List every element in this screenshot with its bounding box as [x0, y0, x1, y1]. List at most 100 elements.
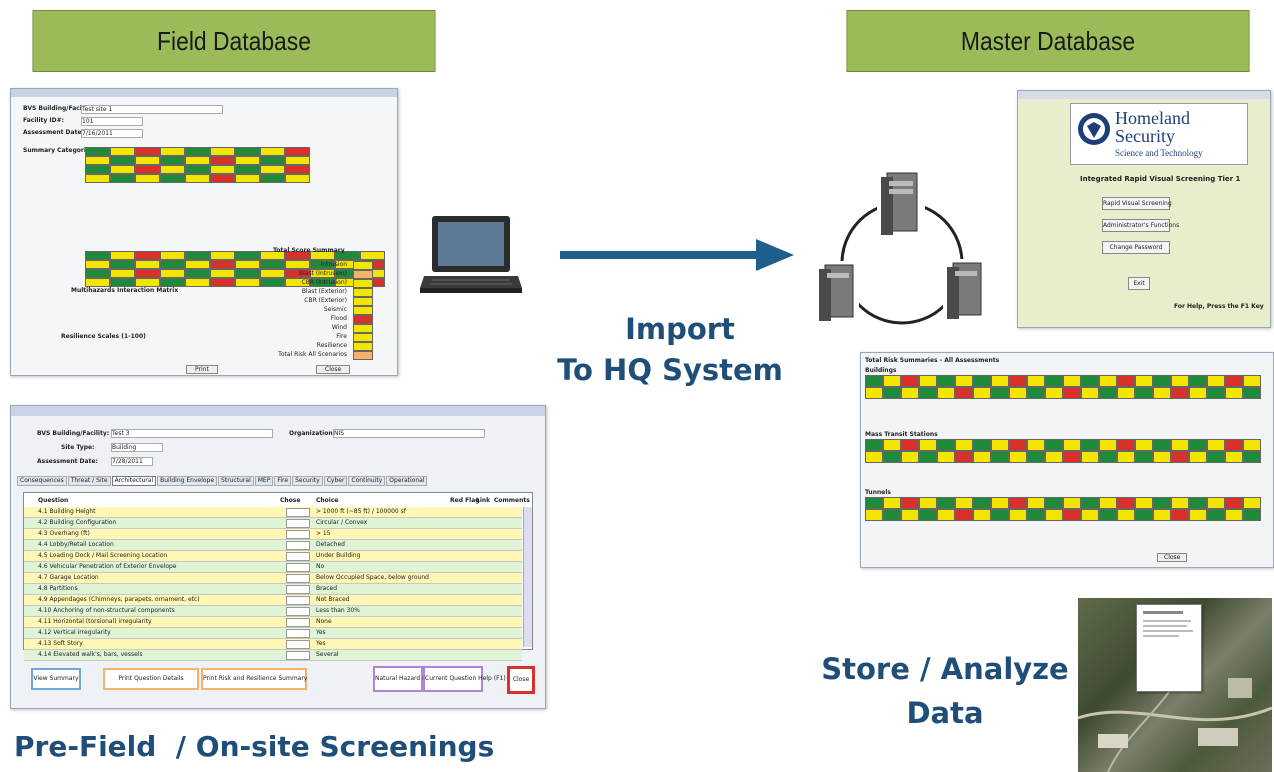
tab-architectural[interactable]: Architectural — [111, 476, 157, 486]
score-cell — [955, 375, 973, 387]
choice-text[interactable]: Circular / Convex — [316, 519, 368, 526]
server-network-icon — [815, 169, 987, 325]
choice-dropdown[interactable] — [286, 552, 310, 561]
score-cell — [285, 156, 310, 165]
question-row[interactable]: 4.10 Anchoring of non-structural compone… — [24, 606, 522, 617]
choice-text[interactable]: None — [316, 618, 332, 625]
question-row[interactable]: 4.11 Horizontal (torsional) irregularity… — [24, 617, 522, 628]
question-row[interactable]: 4.5 Loading Dock / Mail Screening Locati… — [24, 551, 522, 562]
score-cell — [1135, 387, 1153, 399]
summary-value-facility: Test site 1 — [81, 105, 223, 114]
tab-threat-site[interactable]: Threat / Site — [67, 476, 111, 486]
summary-section-title: Summary Categories — [23, 147, 94, 154]
choice-dropdown[interactable] — [286, 541, 310, 550]
choice-dropdown[interactable] — [286, 585, 310, 594]
question-row[interactable]: 4.9 Appendages (Chimneys, parapets, orna… — [24, 595, 522, 606]
choice-text[interactable]: Several — [316, 651, 339, 658]
tab-fire[interactable]: Fire — [274, 476, 292, 486]
tab-operational[interactable]: Operational — [386, 476, 428, 486]
form-value-site[interactable]: Building — [111, 443, 163, 452]
tab-consequences[interactable]: Consequences — [17, 476, 67, 486]
score-cell — [1189, 375, 1207, 387]
form-value-date[interactable]: 7/28/2011 — [111, 457, 153, 466]
choice-text[interactable]: Less than 30% — [316, 607, 360, 614]
choice-dropdown[interactable] — [286, 508, 310, 517]
print-question-button[interactable]: Print Question Details — [103, 668, 199, 690]
choice-text[interactable]: Detached — [316, 541, 345, 548]
score-label: Flood — [330, 315, 347, 322]
score-cell — [919, 451, 937, 463]
current-question-help-button[interactable]: Current Question Help (F1) — [423, 666, 506, 692]
score-cell — [1045, 509, 1063, 521]
score-cell — [310, 260, 335, 269]
tab-envelope[interactable]: Building Envelope — [157, 476, 218, 486]
tab-continuity[interactable]: Continuity — [348, 476, 386, 486]
choice-text[interactable]: Under Building — [316, 552, 361, 559]
tab-structural[interactable]: Structural — [218, 476, 254, 486]
master-database-header: Master Database — [846, 10, 1250, 72]
summary-close-button[interactable]: Close — [316, 365, 351, 374]
question-row[interactable]: 4.6 Vehicular Penetration of Exterior En… — [24, 562, 522, 573]
score-swatch — [353, 306, 373, 315]
choice-text[interactable]: > 1000 ft (~85 ft) / 100000 sf — [316, 508, 406, 515]
choice-text[interactable]: No — [316, 563, 325, 570]
choice-dropdown[interactable] — [286, 629, 310, 638]
score-cell — [1153, 497, 1171, 509]
import-caption-line2: To HQ System — [557, 353, 783, 387]
table-scrollbar[interactable] — [523, 507, 532, 647]
summary-print-button[interactable]: Print — [186, 365, 218, 374]
admin-button[interactable]: Administrator's Functions — [1102, 219, 1179, 232]
score-cell — [85, 174, 110, 183]
analysis-close-button[interactable]: Close — [1157, 553, 1188, 562]
choice-dropdown[interactable] — [286, 530, 310, 539]
score-cell — [185, 156, 210, 165]
tab-security[interactable]: Security — [292, 476, 323, 486]
view-summary-button[interactable]: View Summary — [31, 668, 81, 690]
natural-hazard-help-button[interactable]: Natural Hazard Help — [373, 666, 436, 692]
choice-text[interactable]: Yes — [316, 640, 326, 647]
score-cell — [1189, 497, 1207, 509]
close-button[interactable]: Close — [507, 666, 535, 694]
score-cell — [1207, 375, 1225, 387]
choice-text[interactable]: Below Occupied Space, below ground — [316, 574, 429, 581]
choice-dropdown[interactable] — [286, 519, 310, 528]
choice-text[interactable]: Not Braced — [316, 596, 350, 603]
choice-dropdown[interactable] — [286, 596, 310, 605]
question-row[interactable]: 4.3 Overhang (ft) > 15 — [24, 529, 522, 540]
question-text: 4.3 Overhang (ft) — [38, 530, 90, 537]
question-row[interactable]: 4.1 Building Height> 1000 ft (~85 ft) / … — [24, 507, 522, 518]
form-value-org[interactable]: NIS — [333, 429, 485, 438]
exit-button[interactable]: Exit — [1128, 277, 1150, 290]
choice-text[interactable]: Braced — [316, 585, 338, 592]
choice-dropdown[interactable] — [286, 607, 310, 616]
score-cell — [285, 260, 310, 269]
score-cell — [901, 509, 919, 521]
form-value-facility[interactable]: Test 3 — [111, 429, 273, 438]
score-cell — [110, 147, 135, 156]
score-cell — [1243, 439, 1261, 451]
tab-cyber[interactable]: Cyber — [323, 476, 348, 486]
score-label: Fire — [336, 333, 347, 340]
choice-dropdown[interactable] — [286, 563, 310, 572]
choice-text[interactable]: Yes — [316, 629, 326, 636]
choice-dropdown[interactable] — [286, 618, 310, 627]
choice-dropdown[interactable] — [286, 640, 310, 649]
choice-text[interactable]: > 15 — [316, 530, 331, 537]
choice-dropdown[interactable] — [286, 651, 310, 660]
score-cell — [1243, 375, 1261, 387]
choice-dropdown[interactable] — [286, 574, 310, 583]
print-summary-button[interactable]: Print Risk and Resilience Summary — [201, 668, 307, 690]
change-password-button[interactable]: Change Password — [1102, 241, 1170, 254]
tab-mep[interactable]: MEP — [254, 476, 274, 486]
rvs-button[interactable]: Rapid Visual Screening — [1102, 197, 1172, 210]
score-cell — [919, 375, 937, 387]
score-cell — [160, 269, 185, 278]
